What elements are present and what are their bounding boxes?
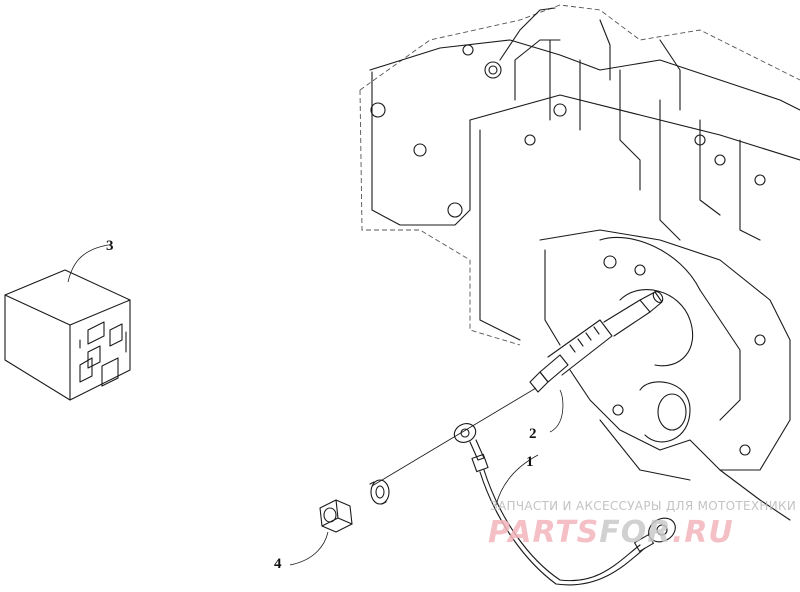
callout-3: 3 [106,238,114,254]
assembly-axis-line [371,387,537,487]
leader-4 [289,531,329,566]
callout-1: 1 [526,454,534,470]
engine-block [359,4,800,521]
glow-plug-wire-lead [453,423,676,586]
callout-2: 2 [529,426,537,442]
callout-4: 4 [274,556,282,572]
callout-leaders [67,244,564,566]
glow-relay [4,269,131,401]
washer [369,479,390,505]
watermark-caption: ЗАПЧАСТИ И АКСЕССУАРЫ ДЛЯ МОТОТЕХНИКИ [490,499,796,513]
watermark-logo-left: PARTS [488,515,599,550]
watermark-logo: PARTSFOR.RU [488,515,734,550]
leader-1 [495,454,539,506]
watermark-logo-right: .RU [672,515,734,550]
hex-nut [319,499,353,533]
watermark: ЗАПЧАСТИ И АКСЕССУАРЫ ДЛЯ МОТОТЕХНИКИ PA… [488,499,796,550]
leader-2 [549,389,564,433]
glow-plug [529,291,664,393]
leader-3 [67,244,109,283]
watermark-logo-mid: FOR [599,515,672,550]
